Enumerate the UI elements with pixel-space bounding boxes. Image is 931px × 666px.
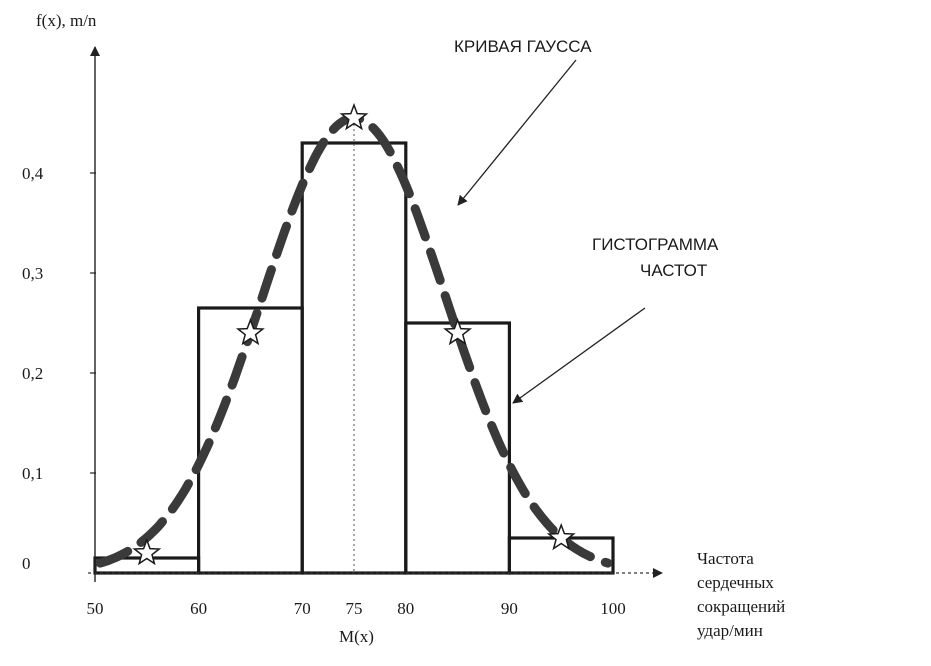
y-tick-label-0: 0 (22, 554, 31, 573)
x-tick-label-0: 50 (87, 599, 104, 618)
y-axis-title: f(x), m/n (36, 11, 97, 30)
plot-layer (88, 46, 663, 582)
y-tick-label-3: 0,3 (22, 264, 43, 283)
star-marker-3 (339, 102, 369, 131)
x-tick-label-5: 90 (501, 599, 518, 618)
x-tick-label-1: 60 (190, 599, 207, 618)
x-caption-line-2: сердечных (697, 573, 774, 592)
star-marker-5 (546, 522, 576, 551)
x-caption-line-4: удар/мин (697, 621, 763, 640)
y-tick-label-2: 0,2 (22, 364, 43, 383)
text-layer: f(x), m/n M(x) Частота сердечных сокраще… (22, 11, 785, 646)
gauss-curve-label: КРИВАЯ ГАУССА (454, 37, 592, 56)
x-tick-label-6: 100 (600, 599, 626, 618)
gauss-label-arrow (457, 59, 577, 206)
x-axis-title: M(x) (339, 627, 374, 646)
histogram-bar-3 (300, 141, 408, 575)
histogram-label-line-1: ГИСТОГРАММА (592, 235, 719, 254)
y-tick-label-4: 0,4 (22, 164, 44, 183)
x-caption-line-3: сокращений (697, 597, 785, 616)
histogram-label-arrow (512, 307, 646, 404)
x-tick-label-4: 80 (397, 599, 414, 618)
histogram-label-line-2: ЧАСТОТ (640, 261, 707, 280)
x-caption-line-1: Частота (697, 549, 754, 568)
star-marker-4 (443, 317, 473, 346)
histogram-bar-4 (404, 321, 511, 575)
star-marker-1 (132, 537, 162, 566)
histogram-bar-2 (197, 306, 304, 575)
x-tick-label-3: 75 (346, 599, 363, 618)
star-marker-2 (235, 317, 265, 346)
y-tick-label-1: 0,1 (22, 464, 43, 483)
x-tick-label-2: 70 (294, 599, 311, 618)
